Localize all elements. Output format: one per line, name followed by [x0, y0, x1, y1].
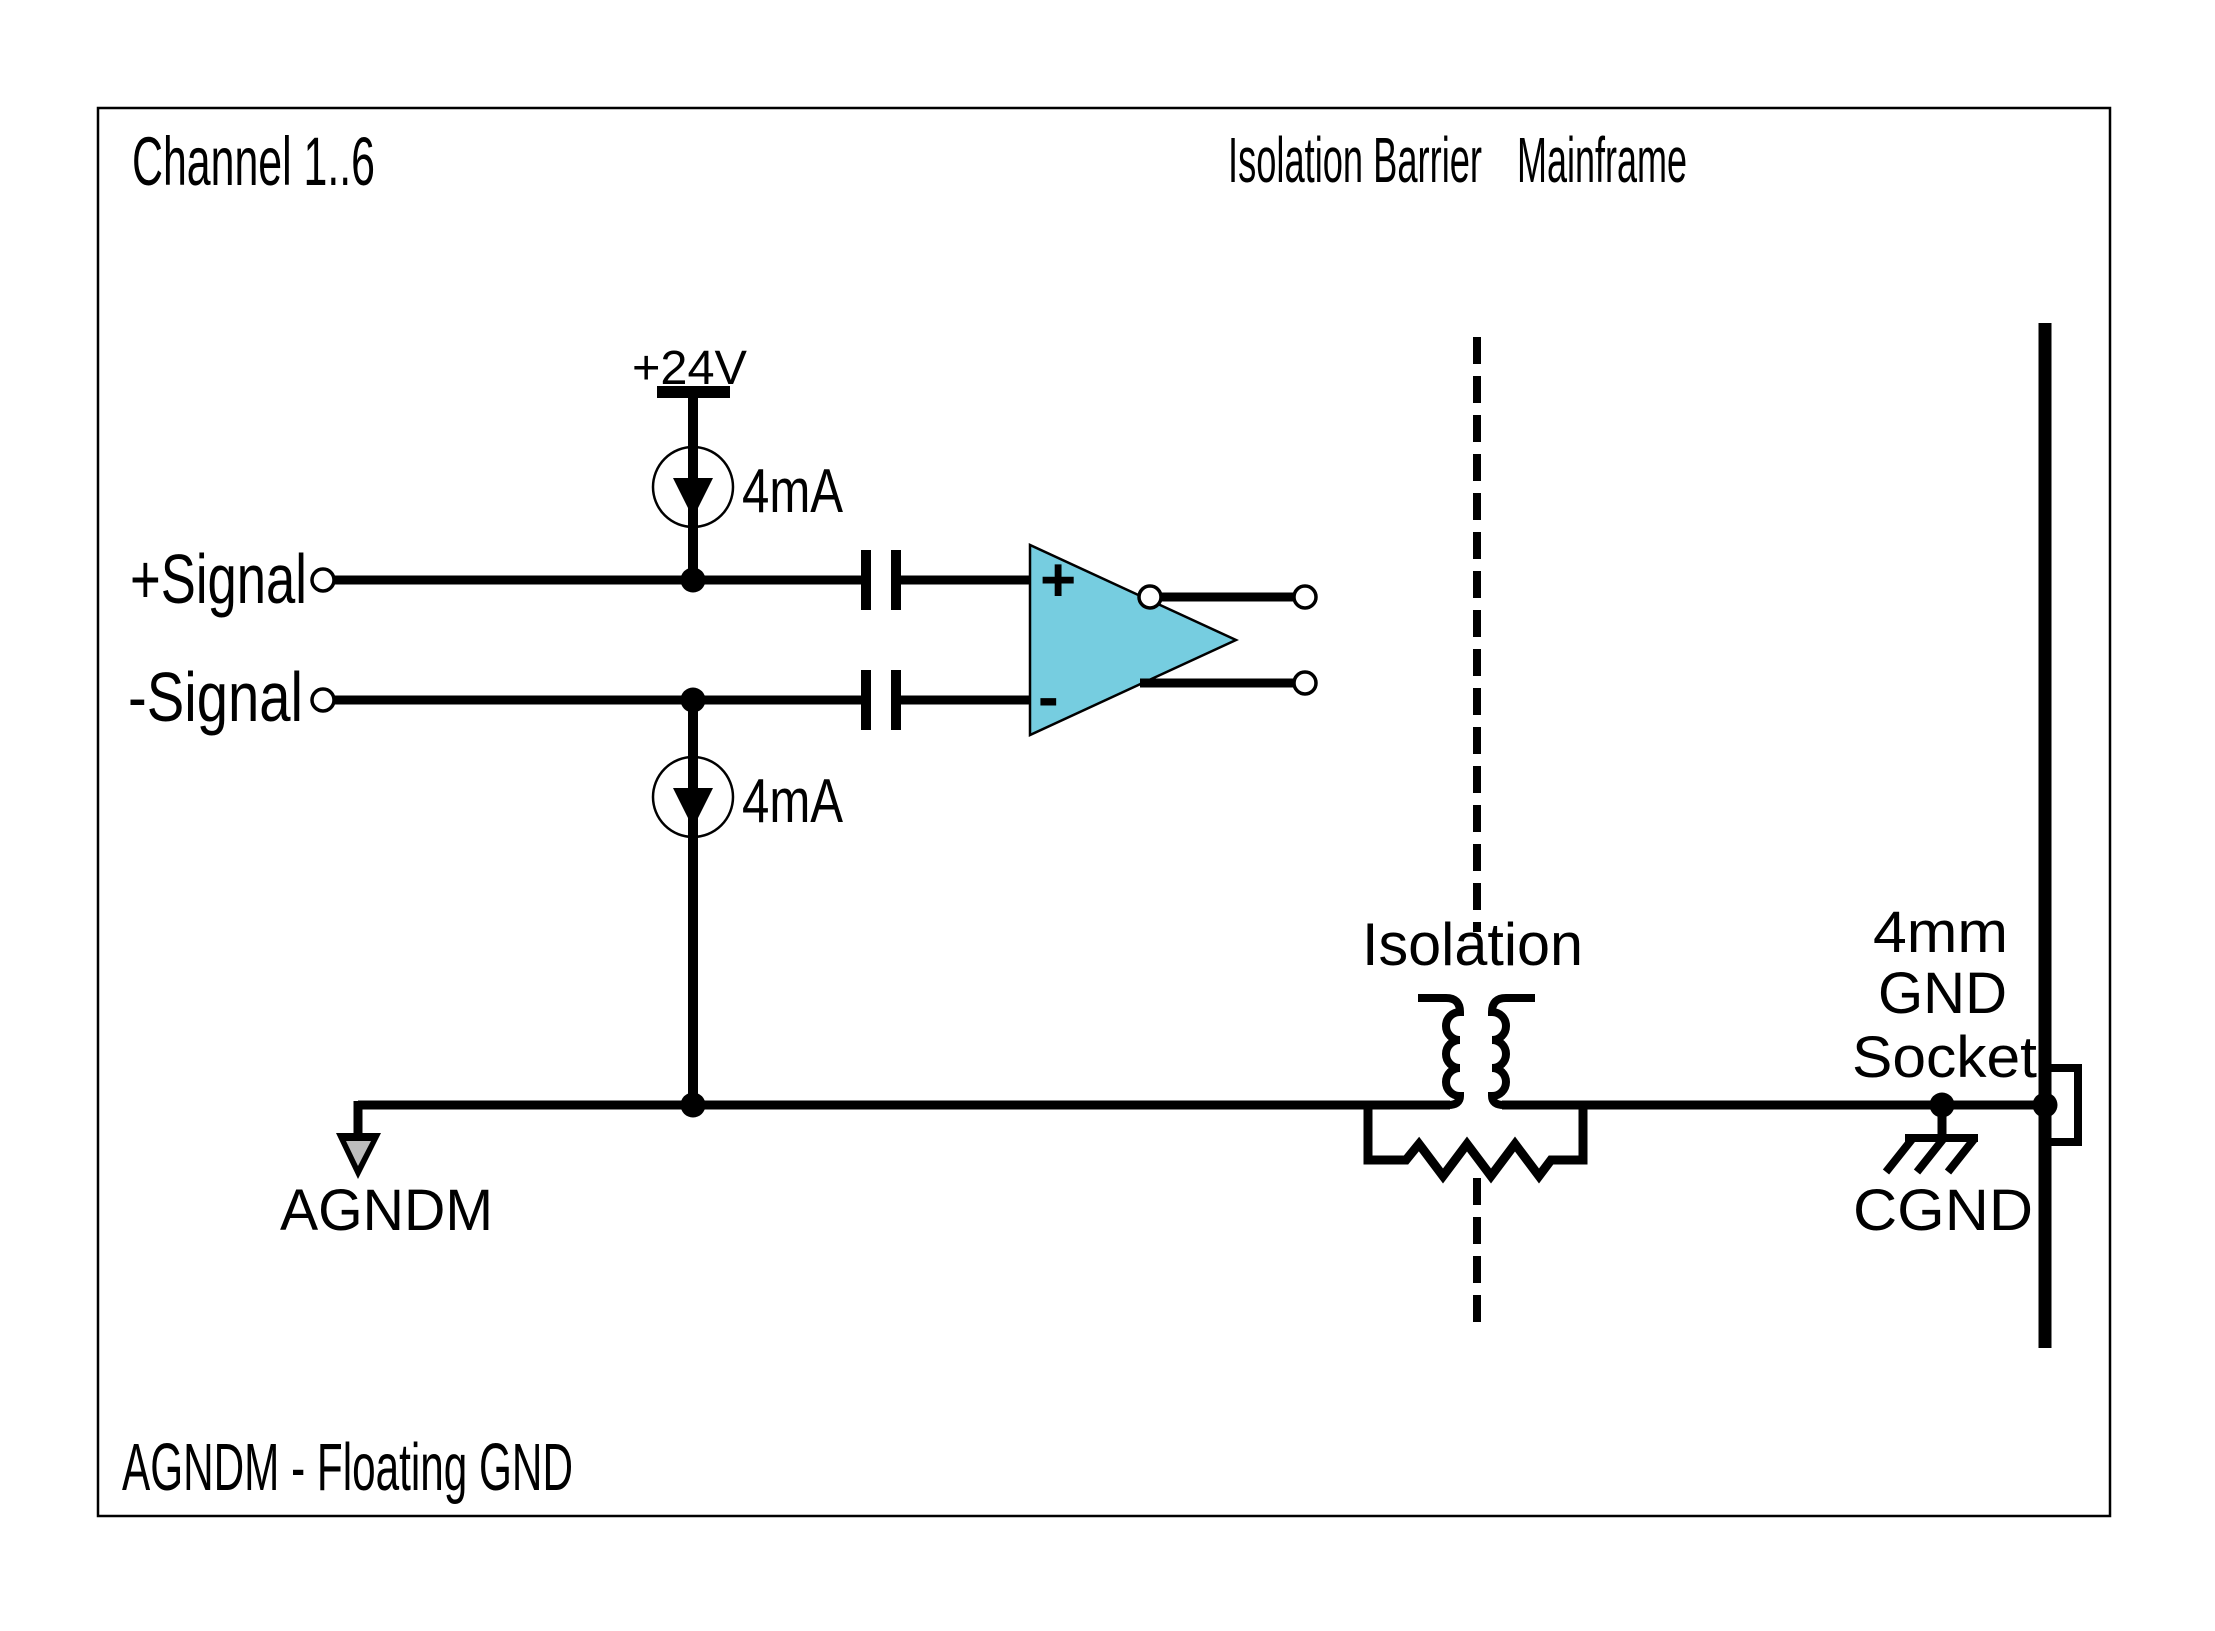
current-source-top-label: 4mA [742, 457, 844, 526]
figure-border [96, 106, 2112, 1518]
plus-signal-terminal [310, 567, 336, 593]
isolation-label: Isolation [1362, 911, 1583, 978]
transformer-right-winding [1487, 994, 1535, 1109]
socket-label-line1: 4mm [1873, 900, 2008, 965]
isolation-resistor-loop [1363, 1101, 1588, 1184]
footnote-label: AGNDM - Floating GND [122, 1430, 573, 1505]
current-source-top-circle [651, 445, 735, 529]
isolation-barrier-label: Isolation Barrier [1228, 124, 1482, 196]
plus-signal-label: +Signal [130, 540, 307, 618]
opamp-minus-label: - [1038, 663, 1059, 732]
transformer-left-winding [1418, 994, 1465, 1109]
socket-label-line2: GND [1878, 961, 2007, 1026]
cgnd-label: CGND [1853, 1178, 2033, 1243]
minus-signal-label: -Signal [128, 658, 303, 736]
junction-dot [680, 1092, 706, 1118]
coupling-capacitor-top [861, 550, 901, 610]
agndm-arrow-fill [346, 1141, 371, 1166]
opamp-triangle [1028, 543, 1239, 737]
chassis-ground-slash [1882, 1135, 1917, 1175]
channel-label: Channel 1..6 [132, 123, 375, 200]
current-source-bottom-arrow [673, 788, 713, 828]
chassis-ground-icon [1882, 1134, 1979, 1175]
mainframe-label: Mainframe [1517, 124, 1687, 196]
agndm-label: AGNDM [280, 1178, 493, 1243]
chassis-ground-slash [1913, 1135, 1948, 1175]
opamp-plus-label: + [1040, 546, 1076, 615]
output-terminal [1292, 670, 1318, 696]
junction-dot [680, 567, 706, 593]
minus-signal-terminal [310, 687, 336, 713]
output-terminal [1137, 584, 1163, 610]
current-source-top-arrow [673, 478, 713, 518]
socket-label-line3: Socket [1852, 1025, 2037, 1090]
socket-bracket [2045, 1064, 2082, 1146]
chassis-ground-slash [1944, 1135, 1979, 1175]
output-terminal [1292, 584, 1318, 610]
current-source-bottom-label: 4mA [742, 767, 844, 836]
current-source-bottom-circle [651, 755, 735, 839]
coupling-capacitor-bottom [861, 670, 901, 730]
